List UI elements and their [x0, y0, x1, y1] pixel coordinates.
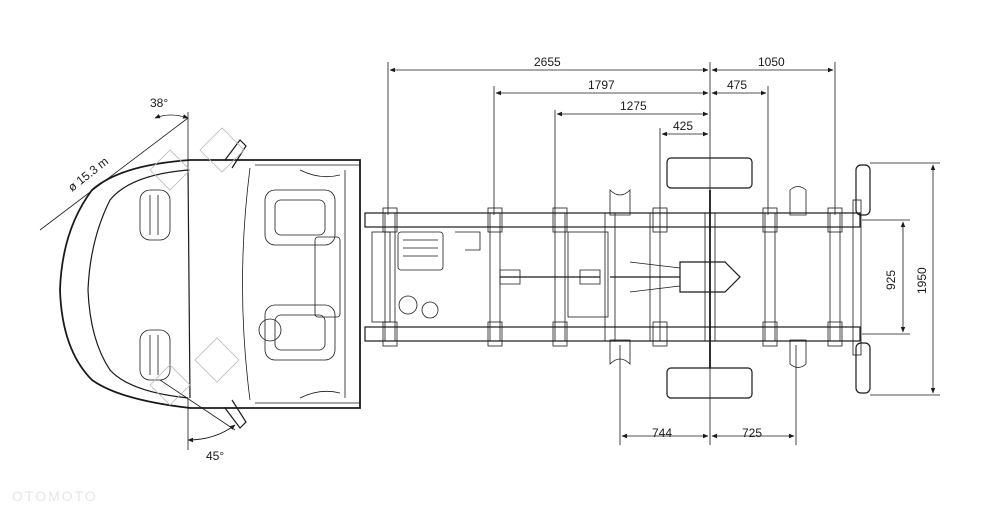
turning-circle-label: ø 15.3 m: [65, 154, 111, 194]
cab-outline: [59, 139, 361, 429]
decor-diamonds: [149, 127, 245, 406]
dim-725: 725: [742, 426, 762, 440]
dimension-lines-right: [862, 162, 940, 396]
approach-angle-top: 38°: [150, 96, 168, 110]
angle-lines: [39, 112, 236, 450]
dim-1050: 1050: [758, 55, 785, 69]
chassis-frame: [364, 157, 871, 399]
dim-475: 475: [727, 78, 747, 92]
dimension-lines-bottom: [619, 345, 797, 445]
dim-2655: 2655: [534, 55, 561, 69]
dimension-lines-top: [387, 62, 836, 215]
watermark-text: OTOMOTO: [12, 488, 98, 504]
dim-1275: 1275: [620, 99, 647, 113]
dim-925: 925: [884, 270, 898, 290]
dim-1950: 1950: [915, 267, 929, 294]
approach-angle-bottom: 45°: [206, 449, 224, 463]
dim-425: 425: [673, 119, 693, 133]
dim-1797: 1797: [588, 78, 615, 92]
dim-744: 744: [652, 426, 672, 440]
